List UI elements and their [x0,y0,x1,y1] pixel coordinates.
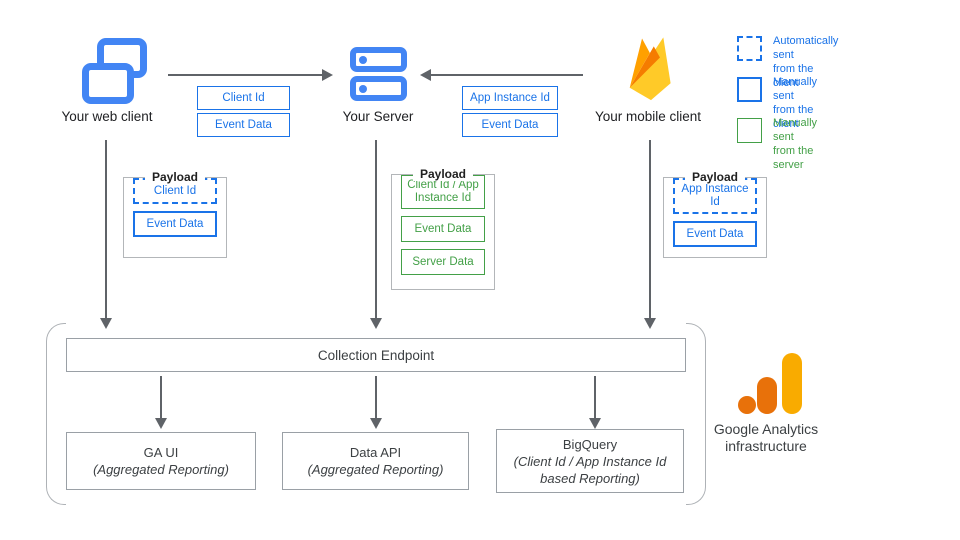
service-detail: (Aggregated Reporting) [93,462,229,477]
arrow-mobile-to-server [431,74,583,76]
payload-item-event-data: Event Data [673,221,757,247]
collection-endpoint-box: Collection Endpoint [66,338,686,372]
server-rack-top-icon [350,47,407,72]
payload-item-event-data: Event Data [401,216,485,242]
service-box-ga-ui: GA UI (Aggregated Reporting) [66,432,256,490]
arrow-web-to-server [168,74,322,76]
firebase-icon [620,34,682,109]
legend-item-manual-client: Manually sent from the client [773,76,818,130]
payload-box-server: Payload Client Id / App Instance Id Even… [391,167,495,290]
payload-item-app-instance-id: App Instance Id [673,178,757,214]
service-name: Data API [349,445,402,460]
service-name: BigQuery [562,436,618,452]
service-box-data-api: Data API (Aggregated Reporting) [282,432,469,490]
google-analytics-logo-dot-icon [738,396,756,414]
arrow-web-to-endpoint [105,140,107,318]
payload-title: Payload [412,167,474,181]
edge-label-event-data: Event Data [462,113,558,137]
arrow-mobile-to-endpoint [649,140,651,318]
edge-labels-mobile-to-server: App Instance Id Event Data [462,86,558,137]
payload-title: Payload [144,170,206,184]
legend-swatch-dashed-blue [737,36,762,61]
arrowhead-down-icon [100,318,112,329]
arrowhead-right-icon [322,69,333,81]
arrow-server-to-endpoint [375,140,377,318]
mobile-client-label: Your mobile client [594,109,702,124]
web-client-icon [82,38,148,104]
payload-item-server-data: Server Data [401,249,485,275]
google-analytics-logo-mid-bar-icon [757,377,777,414]
arrow-endpoint-to-bigquery [594,376,596,418]
edge-label-app-instance-id: App Instance Id [462,86,558,110]
payload-box-mobile: Payload App Instance Id Event Data [663,170,767,258]
browser-window-front-icon [82,63,134,104]
web-client-label: Your web client [61,109,153,124]
server-icon [350,47,407,101]
arrowhead-down-icon [370,418,382,429]
arrowhead-down-icon [370,318,382,329]
legend-item-auto-client: Automatically sent from the client [773,35,839,89]
payload-box-web: Payload Client Id Event Data [123,170,227,258]
service-box-bigquery: BigQuery (Client Id / App Instance Id ba… [496,429,684,493]
payload-item-event-data: Event Data [133,211,217,237]
legend-swatch-solid-blue [737,77,762,102]
arrowhead-down-icon [644,318,656,329]
edge-labels-web-to-server: Client Id Event Data [197,86,290,137]
edge-label-client-id: Client Id [197,86,290,110]
arrow-endpoint-to-gaui [160,376,162,418]
google-analytics-logo-tall-bar-icon [782,353,802,414]
bracket-left [46,323,66,505]
collection-endpoint-label: Collection Endpoint [317,347,435,363]
edge-label-event-data: Event Data [197,113,290,137]
server-rack-bottom-icon [350,76,407,101]
legend-swatch-solid-green [737,118,762,143]
bracket-right [686,323,706,505]
ga-infrastructure-caption: Google Analytics infrastructure [713,421,819,454]
arrowhead-left-icon [420,69,431,81]
service-detail: (Client Id / App Instance Id based Repor… [513,453,667,486]
service-name: GA UI [143,445,179,460]
arrowhead-down-icon [155,418,167,429]
arrow-endpoint-to-dataapi [375,376,377,418]
legend-item-manual-server: Manually sent from the server [773,117,818,171]
payload-title: Payload [684,170,746,184]
service-detail: (Aggregated Reporting) [307,462,444,477]
arrowhead-down-icon [589,418,601,429]
server-label: Your Server [342,109,414,124]
